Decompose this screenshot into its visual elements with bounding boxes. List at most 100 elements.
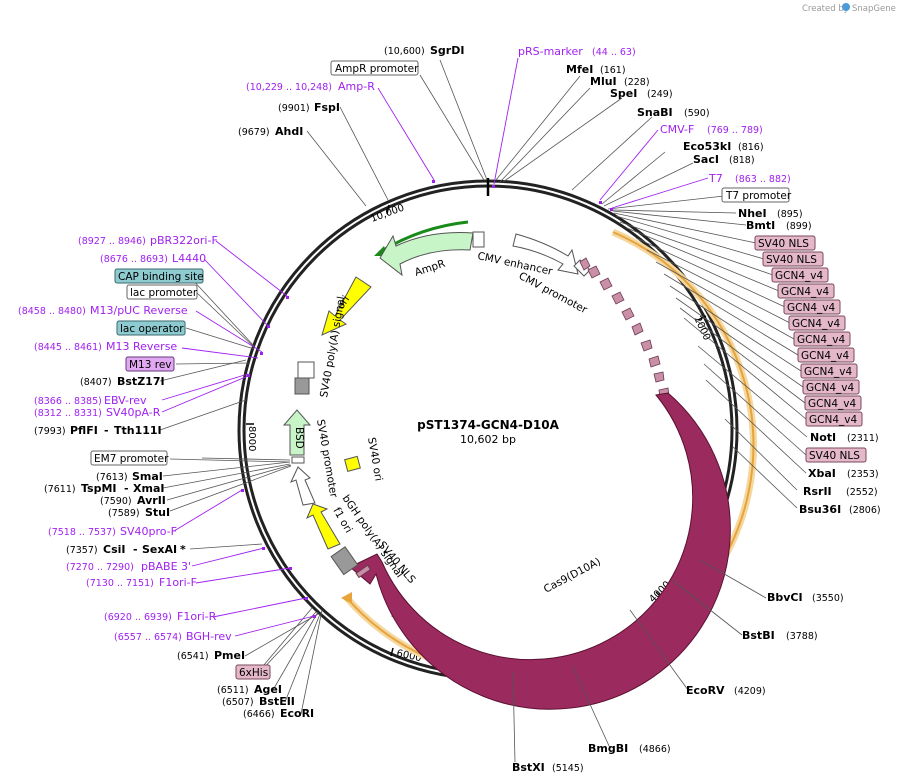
- m13-rev-label: M13 rev: [129, 359, 172, 371]
- primer-sv40pro-f[interactable]: SV40pro-F: [120, 525, 177, 538]
- em7-promoter-box[interactable]: [90, 450, 168, 466]
- gcn4-box-3[interactable]: [783, 299, 841, 315]
- sv40-polya-feature[interactable]: [294, 377, 310, 395]
- enzyme-pos-agei: (6511): [217, 685, 249, 696]
- tick-8000: 8000: [246, 426, 257, 451]
- gcn4-box-7[interactable]: [800, 363, 858, 379]
- enzyme-bmgbi[interactable]: BmgBI: [588, 742, 628, 755]
- primer-amp-r[interactable]: Amp-R: [338, 80, 375, 93]
- cmv-enhancer-feature[interactable]: [512, 233, 579, 275]
- enzyme-agei[interactable]: AgeI: [254, 683, 282, 696]
- gcn4-box-2[interactable]: [777, 283, 835, 299]
- bgh-polya-feature[interactable]: [330, 546, 359, 576]
- enzyme-pmei[interactable]: PmeI: [214, 649, 245, 662]
- primer-pbabe3[interactable]: pBABE 3': [141, 560, 191, 573]
- lac-operator-box[interactable]: [116, 320, 186, 336]
- t7-promoter-box[interactable]: [721, 187, 790, 203]
- enzyme-ecorv[interactable]: EcoRV: [686, 684, 725, 697]
- primer-l4440[interactable]: L4440: [172, 252, 206, 265]
- enzyme-xbai[interactable]: XbaI: [808, 467, 836, 480]
- primer-bgh-rev[interactable]: BGH-rev: [186, 630, 232, 643]
- sv40-nls-box-1[interactable]: [754, 235, 816, 251]
- ampr-feature[interactable]: [379, 232, 474, 277]
- sv40-nls-inner-feature[interactable]: [355, 564, 372, 579]
- primer-ebv-rev[interactable]: EBV-rev: [104, 394, 147, 407]
- gcn4-box-10[interactable]: [805, 411, 863, 427]
- ampr-promoter-feature[interactable]: [472, 231, 485, 248]
- enzyme-fspi[interactable]: FspI: [314, 101, 340, 114]
- cas9-feature[interactable]: [349, 392, 731, 710]
- primer-m13-puc-reverse[interactable]: M13/pUC Reverse: [90, 304, 188, 317]
- enzyme-pos-mlui: (228): [624, 77, 650, 88]
- enzyme-mlui[interactable]: MluI: [590, 75, 617, 88]
- primer-f1ori-r[interactable]: F1ori-R: [177, 610, 217, 623]
- em7-feature[interactable]: [291, 456, 305, 464]
- primer-range-sv40pa-r: (8312 .. 8331): [34, 408, 102, 419]
- enzyme-sgrdi[interactable]: SgrDI: [430, 44, 464, 57]
- primer-f1ori-f[interactable]: F1ori-F: [159, 576, 197, 589]
- enzyme-bstbi[interactable]: BstBI: [742, 629, 775, 642]
- primer-cmv-f[interactable]: CMV-F: [660, 123, 694, 136]
- plasmid-name: pST1374-GCN4-D10A: [417, 418, 559, 432]
- primer-range-sv40pro-f: (7518 .. 7537): [48, 527, 116, 538]
- enzyme-rsrii[interactable]: RsrII: [803, 485, 832, 498]
- primer-pbr322ori-f[interactable]: pBR322ori-F: [150, 234, 218, 247]
- enzyme-bsu36i[interactable]: Bsu36I: [799, 503, 841, 516]
- enzyme-bmti[interactable]: BmtI: [746, 219, 775, 232]
- f1ori-feature[interactable]: [306, 503, 341, 550]
- enzyme-avrii[interactable]: AvrII: [137, 494, 166, 507]
- enzyme-tth111i[interactable]: Tth111I: [114, 424, 162, 437]
- lac-promoter-box[interactable]: [126, 284, 198, 300]
- gcn4-box-1[interactable]: [771, 267, 829, 283]
- gcn4-box-5[interactable]: [793, 331, 851, 347]
- enzyme-pos-saci: (818): [729, 155, 755, 166]
- gcn4-box-9[interactable]: [804, 395, 862, 411]
- gcn4-label-2: GCN4_v4: [781, 286, 829, 298]
- ori-feature[interactable]: [321, 276, 372, 336]
- sv40-nls-box-3[interactable]: [805, 447, 867, 463]
- enzyme-ahdi[interactable]: AhdI: [275, 125, 303, 138]
- primer-range-m13-reverse: (8445 .. 8461): [34, 342, 102, 353]
- primer-t7[interactable]: T7: [708, 172, 723, 185]
- primer-prs-marker[interactable]: pRS-marker: [518, 45, 583, 58]
- lac-promoter-label: lac promoter: [130, 287, 198, 299]
- primer-m13-reverse[interactable]: M13 Reverse: [106, 340, 177, 353]
- enzyme-stui[interactable]: StuI: [145, 506, 170, 519]
- enzyme-noti[interactable]: NotI: [810, 431, 836, 444]
- bsd-feature-label: BSD: [293, 427, 305, 449]
- gcn4-box-8[interactable]: [802, 379, 860, 395]
- sv40-ori-feature[interactable]: [344, 455, 361, 472]
- enzyme-pos-fspi: (9901): [278, 103, 310, 114]
- enzyme-mfei[interactable]: MfeI: [566, 63, 593, 76]
- primer-range-bgh-rev: (6557 .. 6574): [114, 632, 182, 643]
- enzyme-tspmi[interactable]: TspMI: [81, 482, 117, 495]
- gcn4-box-4[interactable]: [788, 315, 846, 331]
- cmv-promoter-label: CMV promoter: [517, 270, 590, 316]
- sv40-nls-box-2[interactable]: [762, 251, 824, 267]
- enzyme-bsteii[interactable]: BstEII: [259, 695, 295, 708]
- enzyme-bbvci[interactable]: BbvCI: [767, 591, 803, 604]
- enzyme-smai[interactable]: SmaI: [132, 470, 163, 483]
- enzyme-csii[interactable]: CsiI: [103, 543, 125, 556]
- 6xhis-box[interactable]: [235, 664, 271, 680]
- ampr-promoter-box[interactable]: [330, 60, 419, 76]
- enzyme-eco53ki[interactable]: Eco53kI: [683, 140, 731, 153]
- enzyme-ecori[interactable]: EcoRI: [280, 707, 314, 720]
- enzyme-xmai[interactable]: XmaI: [133, 482, 164, 495]
- gcn4-box-6[interactable]: [797, 347, 855, 363]
- cap-binding-site-box[interactable]: [114, 268, 204, 284]
- primer-sv40pa-r[interactable]: SV40pA-R: [106, 406, 161, 419]
- enzyme-snabi[interactable]: SnaBI: [637, 106, 673, 119]
- bsd-feature[interactable]: [282, 409, 312, 456]
- enzyme-bstz17i[interactable]: BstZ17I: [117, 375, 165, 388]
- enzyme-bstxi[interactable]: BstXI: [512, 761, 545, 774]
- enzyme-nhei[interactable]: NheI: [738, 207, 767, 220]
- enzyme-sexai[interactable]: SexAI: [142, 543, 177, 556]
- enzyme-pos-bstz17i: (8407): [80, 377, 112, 388]
- enzyme-spei[interactable]: SpeI: [610, 87, 637, 100]
- sv40-promoter-feature[interactable]: [290, 466, 316, 506]
- enzyme-pflfi[interactable]: PflFI: [70, 424, 98, 437]
- enzyme-saci[interactable]: SacI: [693, 153, 719, 166]
- m13-rev-box[interactable]: [125, 356, 175, 372]
- gcn4-label-10: GCN4_v4: [809, 414, 857, 426]
